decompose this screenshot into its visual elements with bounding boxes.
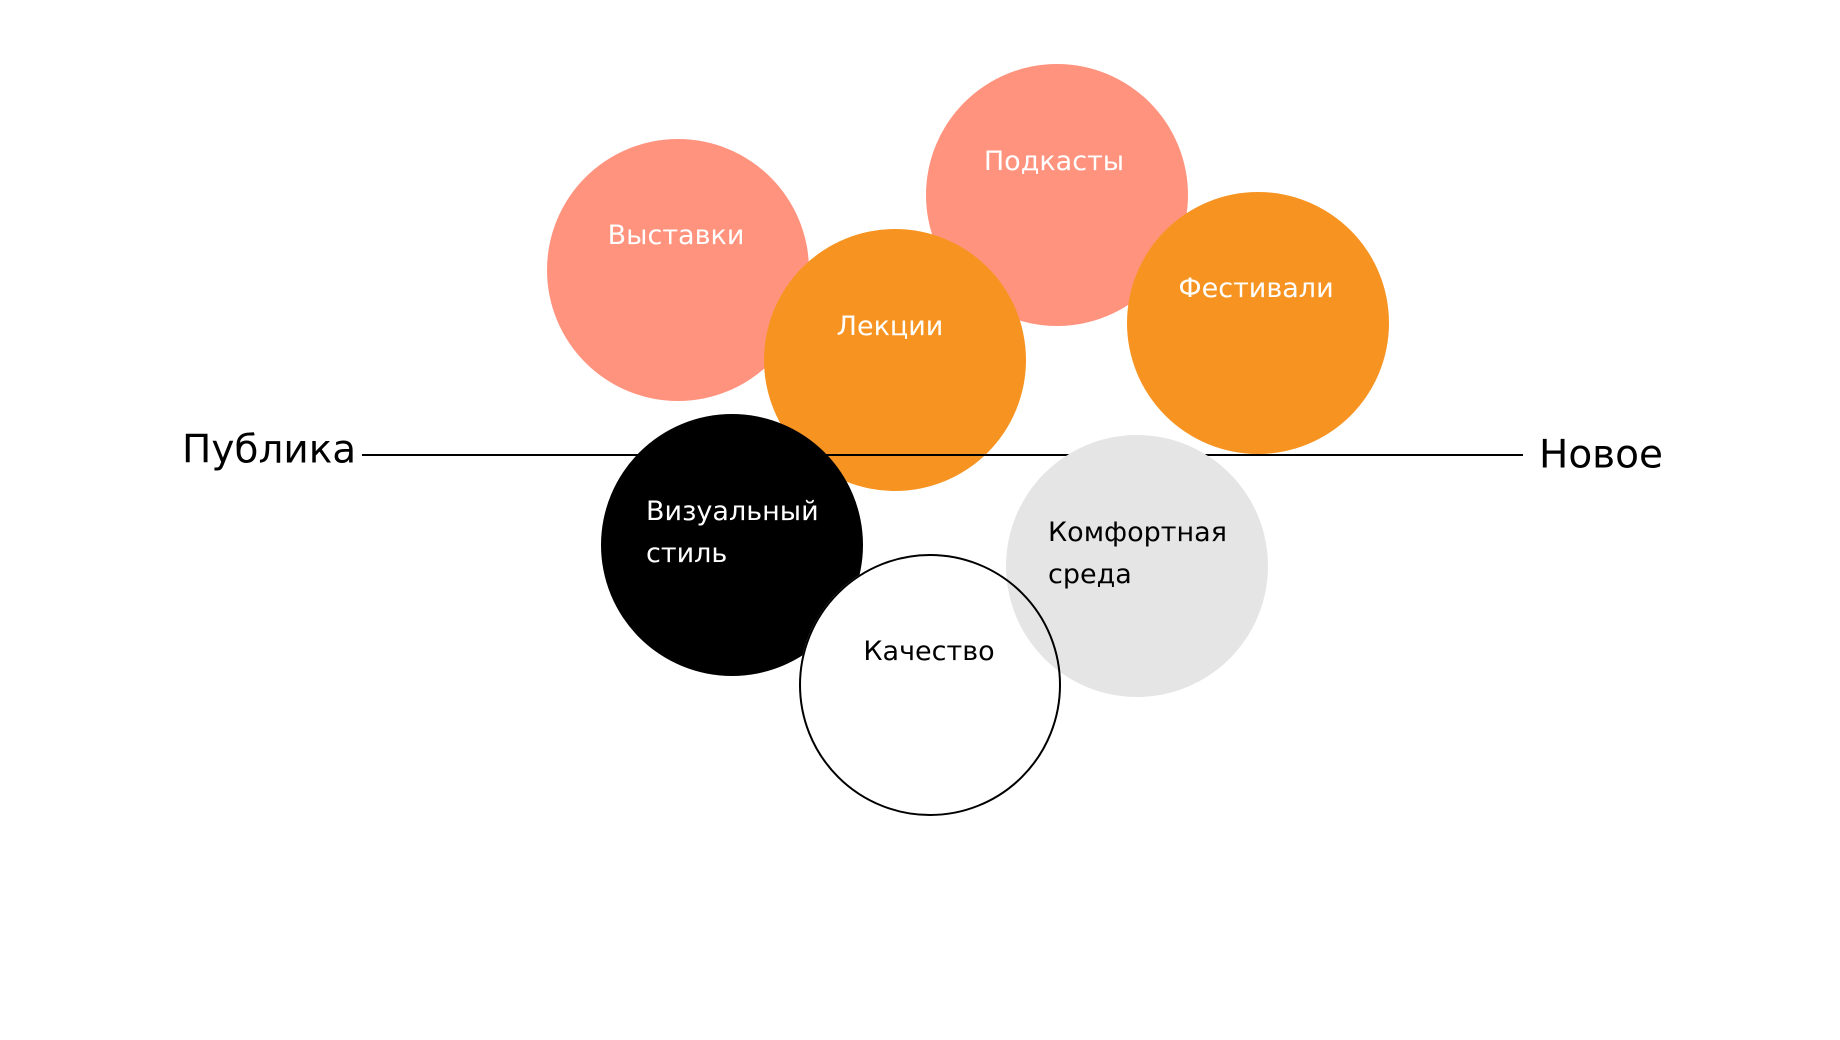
label-exhibitions: Выставки — [607, 220, 745, 251]
label-visual-style-2: стиль — [646, 538, 728, 569]
label-festivals: Фестивали — [1178, 273, 1334, 304]
axis-right-label: Новое — [1539, 432, 1664, 478]
bubble-festivals — [1127, 192, 1389, 454]
axis-line — [362, 454, 1523, 456]
label-quality: Качество — [863, 636, 995, 667]
label-comfort-1: Комфортная — [1048, 517, 1227, 548]
axis-left-label: Публика — [182, 427, 357, 473]
label-lectures: Лекции — [836, 311, 944, 342]
label-visual-style-1: Визуальный — [646, 496, 819, 527]
label-comfort-2: среда — [1048, 559, 1132, 590]
bubble-quality — [799, 554, 1061, 816]
label-podcasts: Подкасты — [983, 146, 1125, 177]
